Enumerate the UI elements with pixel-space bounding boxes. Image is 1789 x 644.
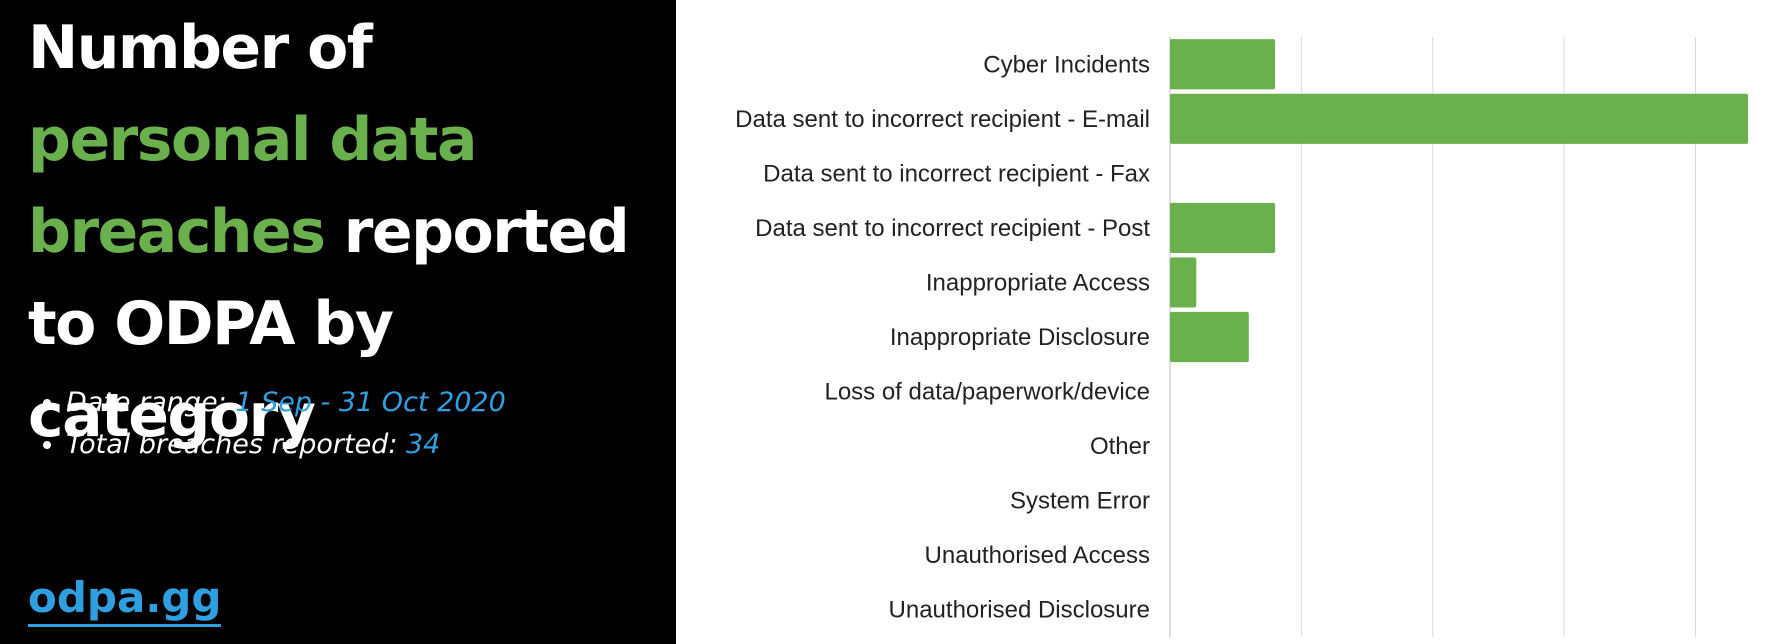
bar — [1170, 311, 1249, 363]
fact-value: 1 Sep - 31 Oct 2020 — [235, 387, 506, 418]
category-label: Data sent to incorrect recipient - E-mai… — [735, 106, 1150, 133]
bar — [1170, 39, 1276, 90]
category-label: Unauthorised Disclosure — [889, 597, 1150, 624]
page-title: Number of personal data breaches reporte… — [28, 2, 668, 462]
category-label: Data sent to incorrect recipient - Post — [755, 215, 1150, 242]
title-part-2: reported to ODPA by category — [28, 197, 630, 451]
website-link[interactable]: odpa.gg — [28, 572, 222, 627]
info-panel: Number of personal data breaches reporte… — [0, 0, 676, 644]
category-label: Data sent to incorrect recipient - Fax — [763, 160, 1150, 187]
category-label: Cyber Incidents — [983, 51, 1150, 78]
bar — [1170, 93, 1748, 144]
fact-total-breaches: Total breaches reported: 34 — [66, 424, 506, 466]
category-label: System Error — [1010, 488, 1150, 515]
facts-list: Date range: 1 Sep - 31 Oct 2020 Total br… — [34, 382, 506, 466]
title-highlight: personal data breaches — [28, 105, 477, 267]
fact-date-range: Date range: 1 Sep - 31 Oct 2020 — [66, 382, 506, 424]
fact-label: Date range: — [66, 387, 236, 418]
category-label: Inappropriate Disclosure — [890, 324, 1150, 351]
category-label: Unauthorised Access — [925, 542, 1150, 569]
fact-value: 34 — [406, 429, 441, 460]
bar — [1170, 202, 1276, 253]
category-label: Loss of data/paperwork/device — [824, 379, 1150, 406]
bar — [1170, 257, 1197, 308]
title-part-1: Number of — [28, 13, 373, 83]
fact-label: Total breaches reported: — [66, 429, 406, 460]
category-label: Inappropriate Access — [926, 269, 1150, 296]
bars — [1170, 39, 1748, 363]
category-label: Other — [1090, 433, 1150, 460]
